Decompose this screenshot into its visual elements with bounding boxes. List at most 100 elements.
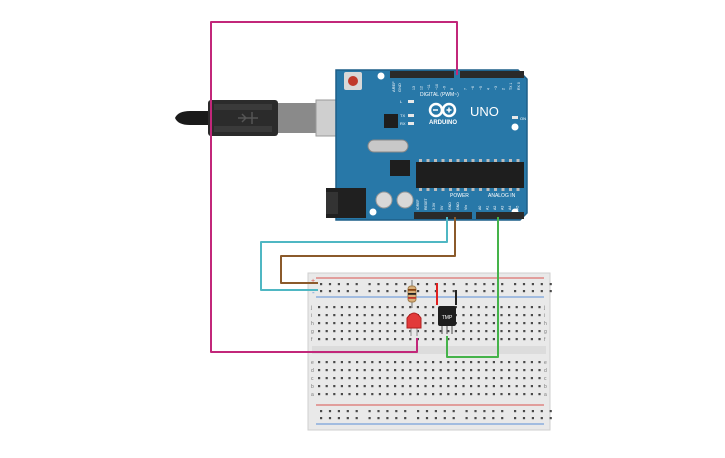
breadboard-hole[interactable]: [470, 306, 473, 309]
breadboard-hole[interactable]: [523, 306, 526, 309]
breadboard-hole[interactable]: [355, 410, 358, 413]
breadboard-hole[interactable]: [470, 361, 473, 364]
breadboard-hole[interactable]: [395, 410, 398, 413]
breadboard-hole[interactable]: [485, 385, 488, 388]
breadboard-hole[interactable]: [425, 410, 429, 413]
breadboard-hole[interactable]: [515, 306, 518, 309]
breadboard-hole[interactable]: [325, 314, 328, 317]
breadboard-hole[interactable]: [538, 393, 541, 396]
breadboard-hole[interactable]: [394, 377, 397, 380]
breadboard-hole[interactable]: [508, 330, 511, 333]
breadboard-hole[interactable]: [368, 283, 371, 286]
breadboard-hole[interactable]: [477, 361, 480, 364]
breadboard-hole[interactable]: [447, 338, 450, 341]
breadboard-hole[interactable]: [337, 410, 340, 413]
breadboard-hole[interactable]: [371, 385, 374, 388]
breadboard-hole[interactable]: [501, 290, 504, 293]
breadboard-hole[interactable]: [337, 290, 340, 293]
breadboard-hole[interactable]: [386, 417, 389, 420]
breadboard-hole[interactable]: [492, 385, 495, 388]
breadboard-hole[interactable]: [522, 290, 526, 293]
breadboard-hole[interactable]: [474, 290, 477, 293]
breadboard-hole[interactable]: [492, 377, 495, 380]
breadboard-hole[interactable]: [386, 306, 389, 309]
breadboard-hole[interactable]: [377, 283, 380, 286]
brown-wire[interactable]: [280, 217, 456, 284]
breadboard-hole[interactable]: [483, 283, 486, 286]
breadboard-hole[interactable]: [465, 283, 468, 286]
breadboard-hole[interactable]: [549, 410, 552, 413]
breadboard-hole[interactable]: [355, 283, 358, 286]
breadboard-hole[interactable]: [485, 314, 488, 317]
breadboard-hole[interactable]: [337, 283, 340, 286]
breadboard-hole[interactable]: [378, 377, 381, 380]
breadboard-hole[interactable]: [432, 361, 435, 364]
breadboard-hole[interactable]: [530, 330, 533, 333]
breadboard-hole[interactable]: [470, 369, 473, 372]
breadboard-hole[interactable]: [500, 322, 503, 325]
breadboard-hole[interactable]: [538, 330, 541, 333]
breadboard-hole[interactable]: [477, 385, 480, 388]
breadboard-hole[interactable]: [540, 290, 543, 293]
breadboard-hole[interactable]: [454, 361, 457, 364]
breadboard-hole[interactable]: [424, 322, 427, 325]
breadboard-hole[interactable]: [540, 417, 543, 420]
breadboard-hole[interactable]: [333, 314, 336, 317]
breadboard-hole[interactable]: [500, 385, 503, 388]
breadboard-hole[interactable]: [424, 314, 427, 317]
breadboard-hole[interactable]: [340, 377, 343, 380]
breadboard-hole[interactable]: [501, 410, 504, 413]
breadboard-hole[interactable]: [501, 283, 504, 286]
breadboard-hole[interactable]: [508, 314, 511, 317]
breadboard-hole[interactable]: [363, 314, 366, 317]
breadboard-hole[interactable]: [333, 361, 336, 364]
breadboard-hole[interactable]: [500, 393, 503, 396]
breadboard-hole[interactable]: [515, 314, 518, 317]
breadboard-hole[interactable]: [424, 306, 427, 309]
breadboard-hole[interactable]: [371, 393, 374, 396]
breadboard-hole[interactable]: [401, 330, 404, 333]
breadboard-hole[interactable]: [394, 361, 397, 364]
breadboard-hole[interactable]: [356, 385, 359, 388]
breadboard-hole[interactable]: [328, 290, 332, 293]
breadboard-hole[interactable]: [318, 322, 321, 325]
breadboard-hole[interactable]: [363, 369, 366, 372]
breadboard-hole[interactable]: [432, 393, 435, 396]
breadboard-hole[interactable]: [394, 322, 397, 325]
breadboard-hole[interactable]: [508, 306, 511, 309]
breadboard-hole[interactable]: [340, 393, 343, 396]
breadboard-hole[interactable]: [320, 417, 323, 420]
breadboard-hole[interactable]: [424, 393, 427, 396]
breadboard-hole[interactable]: [386, 377, 389, 380]
breadboard-hole[interactable]: [538, 369, 541, 372]
breadboard-hole[interactable]: [409, 338, 412, 341]
breadboard-hole[interactable]: [386, 290, 389, 293]
breadboard-hole[interactable]: [523, 338, 526, 341]
breadboard-hole[interactable]: [530, 361, 533, 364]
breadboard-hole[interactable]: [508, 361, 511, 364]
breadboard-hole[interactable]: [477, 322, 480, 325]
breadboard-hole[interactable]: [452, 290, 455, 293]
breadboard-hole[interactable]: [531, 417, 534, 420]
breadboard-hole[interactable]: [477, 314, 480, 317]
breadboard-hole[interactable]: [363, 377, 366, 380]
breadboard-hole[interactable]: [425, 283, 429, 286]
breadboard-hole[interactable]: [474, 283, 477, 286]
breadboard-hole[interactable]: [404, 410, 407, 413]
breadboard-hole[interactable]: [386, 322, 389, 325]
breadboard-hole[interactable]: [462, 322, 465, 325]
breadboard-hole[interactable]: [333, 377, 336, 380]
breadboard-hole[interactable]: [328, 283, 332, 286]
breadboard-hole[interactable]: [514, 290, 517, 293]
breadboard-hole[interactable]: [340, 361, 343, 364]
breadboard-hole[interactable]: [424, 377, 427, 380]
breadboard-hole[interactable]: [371, 361, 374, 364]
breadboard-hole[interactable]: [452, 410, 455, 413]
breadboard-hole[interactable]: [432, 385, 435, 388]
breadboard-hole[interactable]: [378, 322, 381, 325]
breadboard-hole[interactable]: [318, 330, 321, 333]
breadboard-hole[interactable]: [363, 330, 366, 333]
breadboard-hole[interactable]: [394, 369, 397, 372]
breadboard-hole[interactable]: [462, 369, 465, 372]
